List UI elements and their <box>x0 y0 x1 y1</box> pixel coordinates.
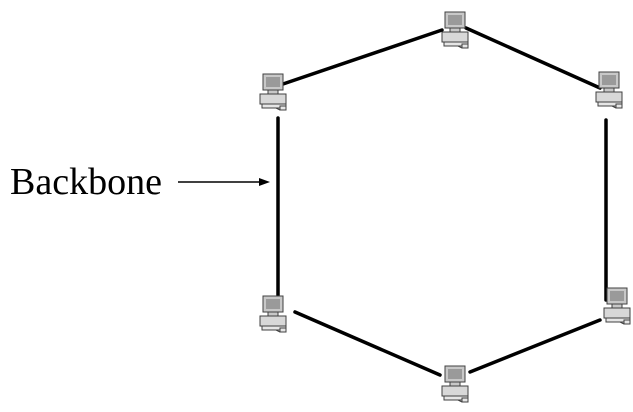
computer-node-upper-left <box>259 73 287 111</box>
desktop-computer-icon <box>441 365 469 403</box>
link-bottom-lower-left <box>293 310 442 377</box>
desktop-computer-icon <box>603 287 631 325</box>
computer-node-bottom <box>441 365 469 403</box>
link-top-upper-right <box>464 26 602 90</box>
backbone-label: Backbone <box>10 161 162 203</box>
desktop-computer-icon <box>259 73 287 111</box>
desktop-computer-icon <box>441 11 469 49</box>
desktop-computer-icon <box>595 71 623 109</box>
backbone-arrow <box>178 178 270 186</box>
computer-node-top <box>441 11 469 49</box>
computer-node-upper-right <box>595 71 623 109</box>
link-upper-left-top <box>281 28 444 86</box>
computer-node-lower-right <box>603 287 631 325</box>
computer-node-lower-left <box>259 295 287 333</box>
link-lower-right-bottom <box>468 318 602 374</box>
backbone-ring <box>276 26 608 377</box>
desktop-computer-icon <box>259 295 287 333</box>
